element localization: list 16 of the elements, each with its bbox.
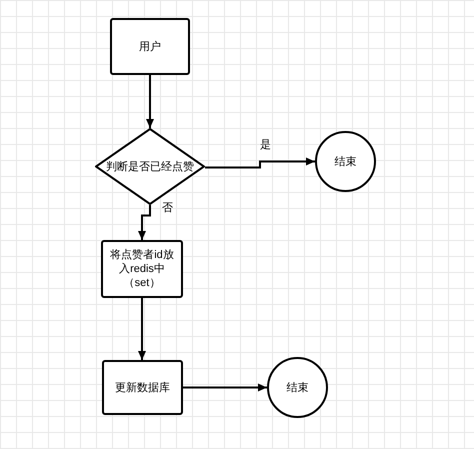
- arrow: [146, 75, 154, 128]
- arrow: [205, 158, 315, 168]
- node-label: 用户: [139, 40, 161, 54]
- node-label: 结束: [286, 380, 308, 394]
- arrow: [138, 205, 151, 240]
- process-box: [110, 18, 190, 75]
- arrow: [183, 384, 267, 392]
- edge-label: 是: [260, 138, 271, 152]
- process-box: [101, 240, 183, 298]
- process-box: [102, 360, 183, 415]
- node-label: 结束: [334, 154, 356, 168]
- node-label: 判断是否已经点赞: [106, 160, 194, 174]
- node-label: 将点赞者id放入redis中（set）: [109, 248, 175, 290]
- arrow: [138, 298, 146, 360]
- edge-label: 否: [162, 201, 173, 215]
- node-label: 更新数据库: [115, 380, 170, 394]
